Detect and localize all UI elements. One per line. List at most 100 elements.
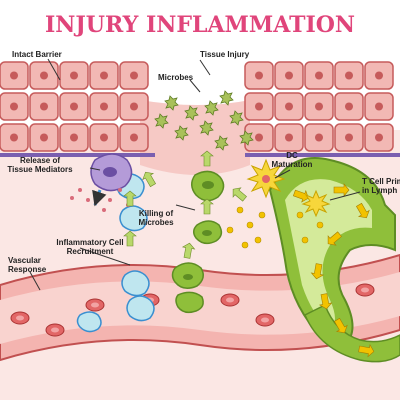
epithelial-nucleus	[70, 102, 78, 111]
green-cell-4	[175, 291, 204, 314]
epithelial-nucleus	[70, 133, 78, 142]
epithelial-nucleus	[315, 71, 323, 80]
epithelial-nucleus	[100, 71, 108, 80]
epithelial-nucleus	[255, 102, 263, 111]
epithelial-nucleus	[375, 102, 383, 111]
migrating-green-cells	[171, 170, 225, 314]
epithelial-nucleus	[375, 133, 383, 142]
injury-wound	[140, 100, 250, 175]
migration-arrow	[123, 190, 137, 207]
leader-dc	[274, 169, 291, 179]
red-blood-cell-center	[226, 297, 234, 303]
label-tcell-1: T Cell Priming	[362, 177, 400, 186]
red-blood-cell-center	[16, 315, 24, 321]
basement-membrane	[0, 153, 155, 157]
lymph-flow-arrow	[318, 293, 333, 310]
label-tcell-2: in Lymph Node	[362, 186, 400, 195]
antigen-dot	[301, 236, 309, 244]
mediator-dot	[86, 198, 90, 202]
microbe	[174, 125, 189, 141]
blue-cell-5	[76, 311, 102, 333]
lymphatic-vessel	[268, 157, 400, 363]
epithelial-barrier-right	[244, 61, 400, 157]
microbe	[214, 135, 229, 151]
label-release-2: Tissue Mediators	[7, 165, 73, 174]
migration-arrow	[181, 242, 196, 259]
lymph-flow-arrows	[292, 183, 375, 358]
epithelial-nucleus	[315, 102, 323, 111]
red-blood-cells	[10, 283, 375, 337]
epithelial-nucleus	[10, 102, 18, 111]
epithelial-nucleus	[10, 133, 18, 142]
mediator-dot	[108, 198, 112, 202]
epithelial-nucleus	[285, 71, 293, 80]
epithelial-nucleus	[345, 102, 353, 111]
red-blood-cell-center	[361, 287, 369, 293]
blue-cell-4	[126, 295, 155, 322]
epithelial-nucleus	[345, 133, 353, 142]
microbe	[164, 95, 179, 111]
epithelial-nucleus	[255, 133, 263, 142]
migration-arrow	[123, 230, 137, 247]
leader-release	[89, 167, 101, 171]
antigen-dots	[226, 206, 324, 249]
label-tissue-injury: Tissue Injury	[200, 50, 250, 59]
antigen-dot	[296, 211, 304, 219]
leader-recruit	[79, 247, 131, 266]
label-killing-2: Microbes	[138, 218, 174, 227]
leader-tcell	[329, 191, 361, 201]
label-vascular-2: Response	[8, 265, 47, 274]
label-vascular-1: Vascular	[8, 256, 41, 265]
green-cell-2-nucleus	[202, 230, 212, 236]
epithelial-barrier-left	[0, 61, 155, 157]
epithelial-nucleus	[40, 71, 48, 80]
epithelial-nucleus	[40, 102, 48, 111]
microbe	[229, 110, 244, 126]
red-blood-cell-center	[51, 327, 59, 333]
antigen-dot	[246, 221, 254, 229]
label-intact-barrier: Intact Barrier	[12, 50, 62, 59]
lymph-flow-arrow	[355, 202, 370, 219]
epithelial-nucleus	[100, 102, 108, 111]
leader-lines	[29, 58, 361, 291]
antigen-dot	[236, 206, 244, 214]
migration-arrow	[142, 171, 157, 188]
migration-arrows	[123, 150, 247, 259]
migration-arrow	[232, 187, 247, 202]
dendritic-cell	[246, 158, 331, 218]
leader-microbes	[189, 79, 201, 93]
antigen-dot	[258, 211, 266, 219]
basement-membrane	[245, 153, 400, 157]
epithelial-nucleus	[70, 71, 78, 80]
microbes-group	[154, 90, 254, 151]
red-blood-cell-center	[91, 302, 99, 308]
microbe	[219, 90, 234, 106]
blue-immune-cells	[76, 173, 155, 333]
mediator-dot	[70, 196, 74, 200]
epithelial-nucleus	[285, 102, 293, 111]
migration-arrow	[200, 150, 214, 167]
label-killing-1: Killing of	[139, 209, 174, 218]
microbe	[239, 130, 254, 146]
blue-cell-2	[119, 205, 148, 232]
microbe	[204, 100, 219, 116]
leader-vascular	[29, 271, 41, 291]
label-dc-2: Maturation	[272, 160, 313, 169]
mediator-release-cell	[70, 153, 133, 212]
epithelial-nucleus	[255, 71, 263, 80]
label-microbes: Microbes	[158, 73, 194, 82]
epithelial-nucleus	[130, 102, 138, 111]
label-recruit-1: Inflammatory Cell	[56, 238, 123, 247]
purple-cell-nucleus	[103, 167, 117, 177]
mediator-arrow	[92, 189, 107, 207]
antigen-dot	[254, 236, 262, 244]
microbe	[184, 105, 199, 121]
lymph-flow-arrow	[358, 343, 375, 358]
page-title: INJURY INFLAMMATION	[45, 12, 355, 38]
mediator-dot	[102, 208, 106, 212]
green-cell-3-nucleus	[183, 274, 193, 280]
label-release-1: Release of	[20, 156, 60, 165]
lymph-flow-arrow	[292, 189, 309, 203]
